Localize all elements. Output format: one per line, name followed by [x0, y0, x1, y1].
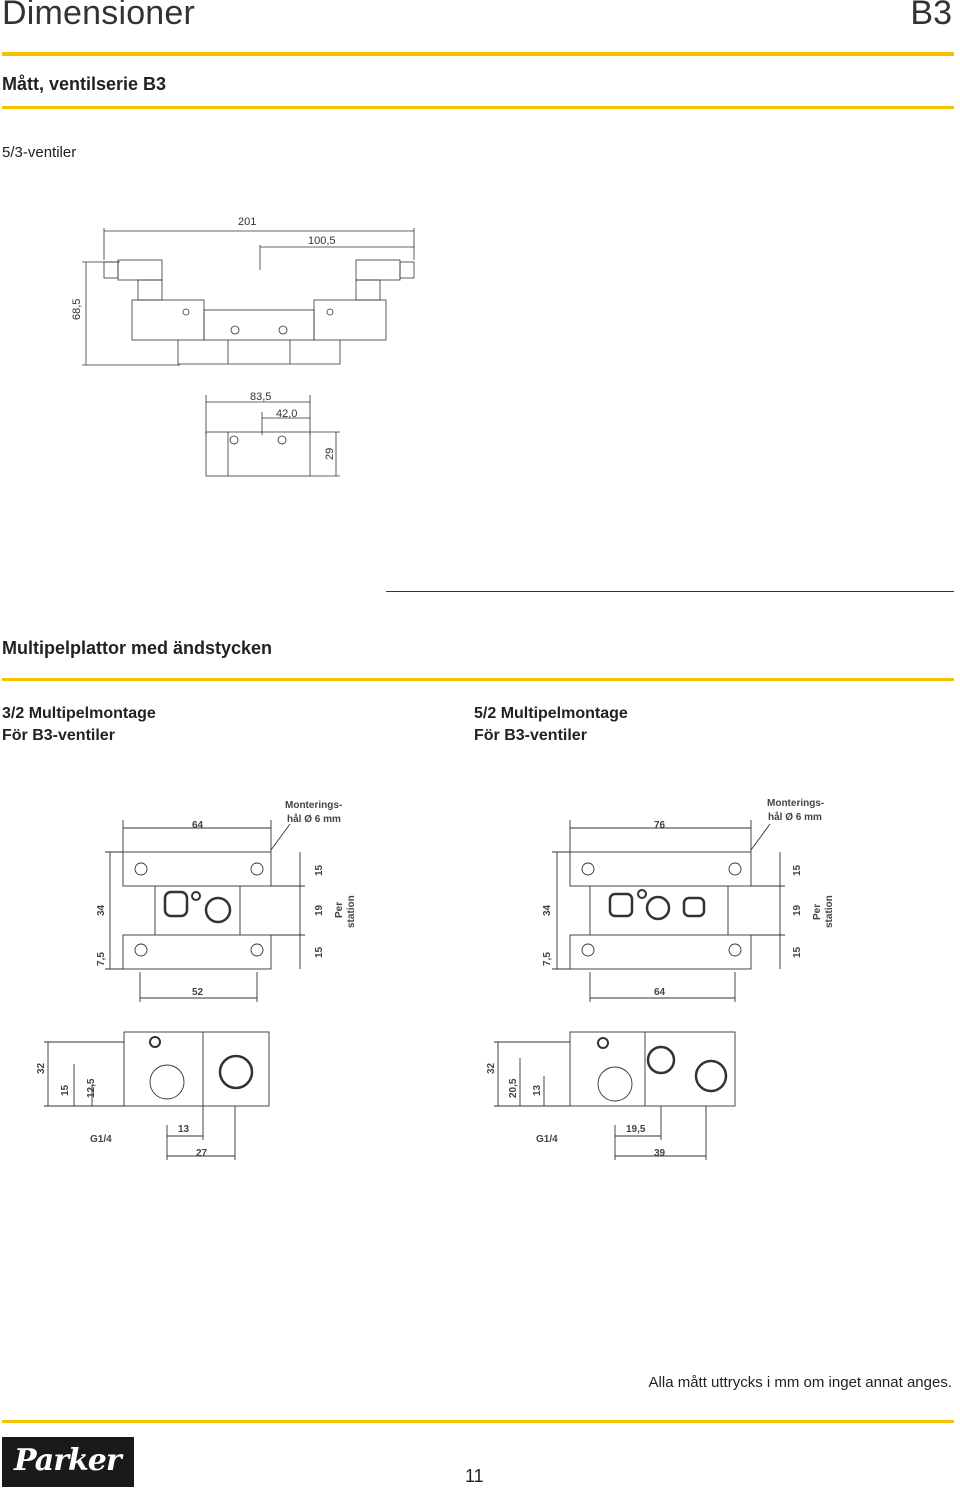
right-plate-drawing: 76 Monterings- hål Ø 6 mm 34 7,5 15 19 1…: [486, 798, 835, 1160]
right-dim-7-5: 7,5: [542, 952, 553, 966]
dim-body-height: 29: [324, 448, 336, 460]
dim-half-length: 100,5: [308, 235, 336, 247]
right-heading-line2: För B3-ventiler: [474, 727, 587, 744]
right-dim-15b: 15: [792, 946, 803, 958]
left-dim-15: 15: [60, 1084, 71, 1096]
right-dim-39: 39: [654, 1148, 666, 1159]
right-dim-width: 76: [654, 820, 666, 831]
right-hole-label-1: Monterings-: [767, 798, 824, 809]
section2-rule: [2, 678, 954, 681]
left-dim-bottom: 52: [192, 987, 204, 998]
right-hole-label-2: hål Ø 6 mm: [768, 811, 822, 823]
left-dim-15b: 15: [314, 946, 325, 958]
right-station-label: station: [824, 895, 835, 928]
right-heading-line1: 5/2 Multipelmontage: [474, 705, 628, 722]
left-heading: 3/2 Multipelmontage För B3-ventiler: [2, 703, 156, 747]
section1-subtitle: 5/3-ventiler: [2, 144, 77, 161]
section1-rule: [2, 106, 954, 109]
section1-title: Mått, ventilserie B3: [2, 74, 167, 94]
left-thread: G1/4: [90, 1134, 112, 1145]
left-heading-line2: För B3-ventiler: [2, 727, 115, 744]
left-plate-drawing: 64 Monterings- hål Ø 6 mm 34 7,5 15 19 1…: [36, 800, 357, 1160]
footnote: Alla mått uttrycks i mm om inget annat a…: [648, 1374, 952, 1391]
left-dim-15a: 15: [314, 864, 325, 876]
left-dim-27: 27: [196, 1148, 208, 1159]
left-dim-12-5: 12,5: [86, 1078, 97, 1098]
left-dim-width: 64: [192, 820, 204, 831]
header-rule: [2, 52, 954, 56]
logo-text: Parker: [14, 1443, 122, 1478]
page-title: Dimensioner: [2, 0, 196, 32]
right-dim-bottom: 64: [654, 987, 666, 998]
left-dim-7-5: 7,5: [96, 952, 107, 966]
left-hole-label-1: Monterings-: [285, 800, 342, 811]
left-dim-34: 34: [96, 904, 107, 916]
section-divider: [386, 591, 954, 592]
dim-total-length: 201: [238, 216, 256, 228]
right-thread: G1/4: [536, 1134, 558, 1145]
right-dim-15a: 15: [792, 864, 803, 876]
page-number: 11: [465, 1466, 484, 1486]
right-dim-20-5: 20,5: [508, 1078, 519, 1098]
dim-height: 68,5: [71, 299, 83, 320]
dim-body-half: 42,0: [276, 408, 297, 420]
section2-title: Multipelplattor med ändstycken: [2, 638, 273, 658]
dim-body-length: 83,5: [250, 391, 271, 403]
left-per-label: Per: [334, 902, 345, 918]
right-dim-19: 19: [792, 904, 803, 916]
left-dim-32: 32: [36, 1062, 47, 1074]
right-dim-34: 34: [542, 904, 553, 916]
right-heading: 5/2 Multipelmontage För B3-ventiler: [474, 703, 628, 747]
parker-logo: Parker: [2, 1437, 134, 1487]
left-hole-label-2: hål Ø 6 mm: [287, 813, 341, 825]
left-dim-19: 19: [314, 904, 325, 916]
right-per-label: Per: [812, 904, 823, 920]
right-dim-13: 13: [532, 1084, 543, 1096]
left-dim-13: 13: [178, 1124, 190, 1135]
left-heading-line1: 3/2 Multipelmontage: [2, 705, 156, 722]
right-dim-19-5: 19,5: [626, 1124, 646, 1135]
series-code: B3: [910, 0, 952, 32]
valve-drawing: 201 100,5 68,5 83,5 42,0 29: [71, 216, 415, 477]
right-dim-32: 32: [486, 1062, 497, 1074]
left-station-label: station: [346, 895, 357, 928]
footer-rule: [2, 1420, 954, 1423]
